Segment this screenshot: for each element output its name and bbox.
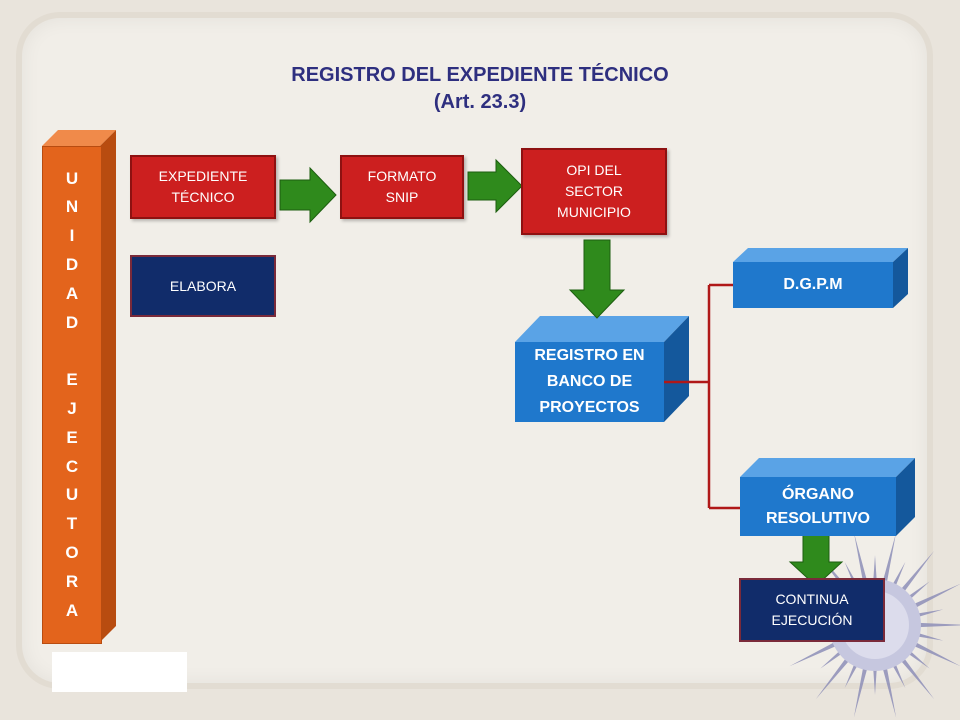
title-line-2: (Art. 23.3): [433, 91, 527, 113]
title-line-1: REGISTRO DEL EXPEDIENTE TÉCNICO: [291, 64, 669, 86]
dgpm-cube-top: [733, 248, 908, 262]
connector-lines: [664, 283, 740, 510]
unit-bar-letter: A: [65, 600, 79, 620]
continua-line-2: EJECUCIÓN: [771, 612, 853, 628]
arrow-expediente-to-formato: [279, 166, 337, 224]
registro-banco-proyectos-box: REGISTRO EN BANCO DE PROYECTOS: [515, 342, 664, 422]
expediente-line-2: TÉCNICO: [171, 189, 235, 205]
dgpm-cube-side: [893, 248, 908, 308]
unit-bar-letter: U: [65, 168, 79, 188]
opi-line-3: MUNICIPIO: [557, 204, 631, 220]
dgpm-label: D.G.P.M: [783, 276, 843, 293]
formato-line-1: FORMATO: [367, 168, 437, 184]
registro-line-3: PROYECTOS: [539, 399, 640, 416]
unit-bar-letter: C: [65, 456, 79, 476]
organo-line-1: ÓRGANO: [781, 485, 854, 503]
opi-sector-municipio-box: OPI DEL SECTOR MUNICIPIO: [521, 148, 667, 235]
expediente-line-1: EXPEDIENTE: [158, 168, 248, 184]
formato-line-2: SNIP: [385, 189, 419, 205]
unit-bar-side: [100, 130, 116, 642]
continua-ejecucion-box: CONTINUA EJECUCIÓN: [739, 578, 885, 642]
dgpm-box: D.G.P.M: [733, 262, 893, 308]
registro-cube-side: [664, 316, 689, 422]
organo-line-2: RESOLUTIVO: [765, 509, 870, 527]
continua-line-1: CONTINUA: [775, 591, 849, 607]
organo-cube-side: [896, 458, 915, 536]
unit-bar-letter: D: [65, 255, 79, 275]
elabora-box: ELABORA: [130, 255, 276, 317]
unit-bar-letter: O: [65, 542, 79, 562]
unit-bar-letter: U: [65, 485, 79, 505]
registro-cube-top: [515, 316, 689, 342]
expediente-tecnico-box: EXPEDIENTE TÉCNICO: [130, 155, 276, 219]
arrow-formato-to-opi: [467, 158, 523, 214]
unit-bar-letter: R: [65, 571, 79, 591]
unit-bar-letter: E: [66, 427, 78, 447]
opi-line-2: SECTOR: [564, 183, 624, 199]
organo-cube-top: [740, 458, 915, 477]
unit-bar-letter: D: [65, 312, 79, 332]
elabora-label: ELABORA: [169, 277, 237, 294]
unit-bar-letter: I: [69, 226, 75, 246]
arrow-opi-to-registro: [568, 239, 626, 319]
unit-bar-letter: J: [67, 399, 77, 418]
registro-line-2: BANCO DE: [546, 373, 633, 390]
unit-bar-letter: E: [66, 370, 78, 390]
registro-line-1: REGISTRO EN: [534, 347, 645, 364]
unit-bar-top: [42, 130, 116, 146]
formato-snip-box: FORMATO SNIP: [340, 155, 464, 219]
unit-bar-letter: T: [66, 514, 78, 534]
slide-frame: [22, 18, 927, 683]
page-title: REGISTRO DEL EXPEDIENTE TÉCNICO (Art. 23…: [180, 62, 780, 116]
unit-bar-letter: N: [65, 197, 79, 217]
organo-resolutivo-box: ÓRGANO RESOLUTIVO: [740, 477, 896, 536]
blank-patch: [52, 652, 187, 692]
opi-line-1: OPI DEL: [566, 162, 622, 178]
arrow-organo-to-continua: [788, 533, 844, 587]
unit-bar-letter: A: [65, 283, 79, 303]
